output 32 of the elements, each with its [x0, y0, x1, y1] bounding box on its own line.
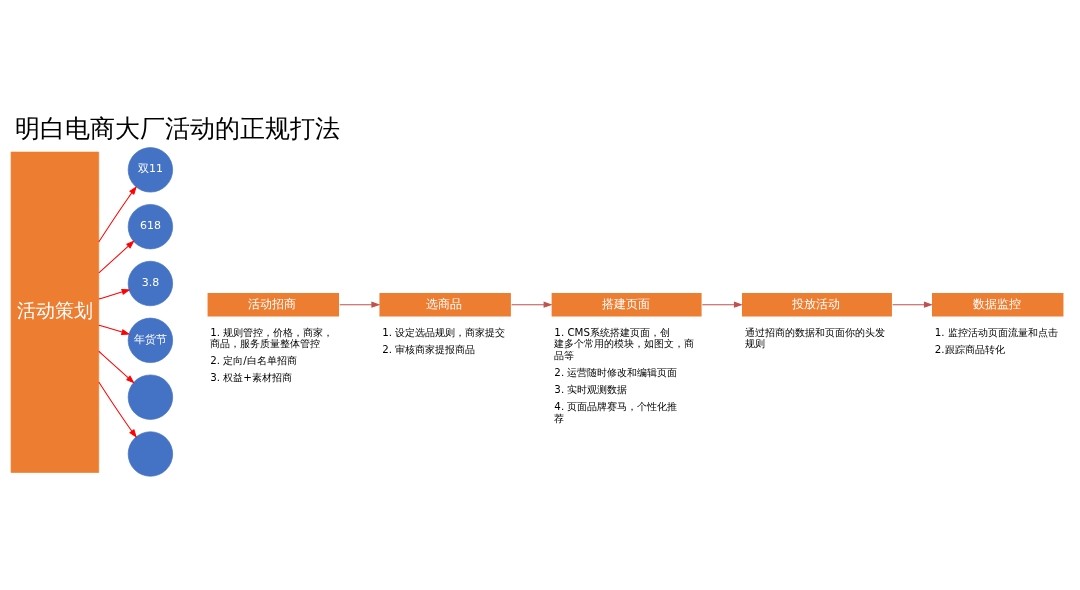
- arrow: [98, 239, 135, 273]
- node-box: 数据监控: [932, 292, 1064, 316]
- arrow: [701, 301, 743, 308]
- node-label: 3. 实时观测数据: [554, 382, 628, 395]
- node-label: 通过招商的数据和页面你的头发规则: [744, 325, 885, 349]
- node-label: 3. 权益+素材招商: [210, 370, 292, 383]
- arrow: [339, 301, 381, 308]
- node-label: 1. 监控活动页面流量和点击: [934, 325, 1058, 338]
- node-box: 活动策划: [10, 151, 100, 473]
- node-label: 2.跟踪商品转化: [934, 342, 1005, 355]
- node-circle: 3.8: [127, 260, 173, 306]
- node-circle: 年货节: [127, 317, 173, 363]
- node-label: 1. CMS系统搭建页面，创建多个常用的模块，如图文，商品等: [554, 325, 695, 361]
- node-box: 选商品: [379, 292, 511, 316]
- arrow: [98, 381, 137, 438]
- diagram-title: 明白电商大厂活动的正规打法: [14, 113, 340, 143]
- arrow: [511, 301, 553, 308]
- arrow: [98, 185, 137, 243]
- node-label: 4. 页面品牌赛马，个性化推荐: [554, 399, 678, 424]
- node-label: 1. 规则管控，价格，商家，商品，服务质量整体管控: [210, 325, 334, 349]
- node-label: 2. 运营随时修改和编辑页面: [554, 365, 678, 378]
- node-label: 2. 定向/白名单招商: [210, 353, 297, 366]
- arrow: [98, 324, 131, 335]
- arrow: [892, 301, 933, 308]
- node-label: 2. 审核商家提报商品: [382, 342, 476, 355]
- node-label: 1. 设定选品规则，商家提交: [382, 325, 506, 338]
- node-box: 搭建页面: [551, 292, 702, 316]
- arrow: [98, 288, 131, 300]
- arrow: [98, 350, 135, 384]
- node-circle: 双11: [127, 146, 173, 192]
- node-box: 投放活动: [742, 292, 892, 316]
- node-box: 活动招商: [207, 292, 340, 316]
